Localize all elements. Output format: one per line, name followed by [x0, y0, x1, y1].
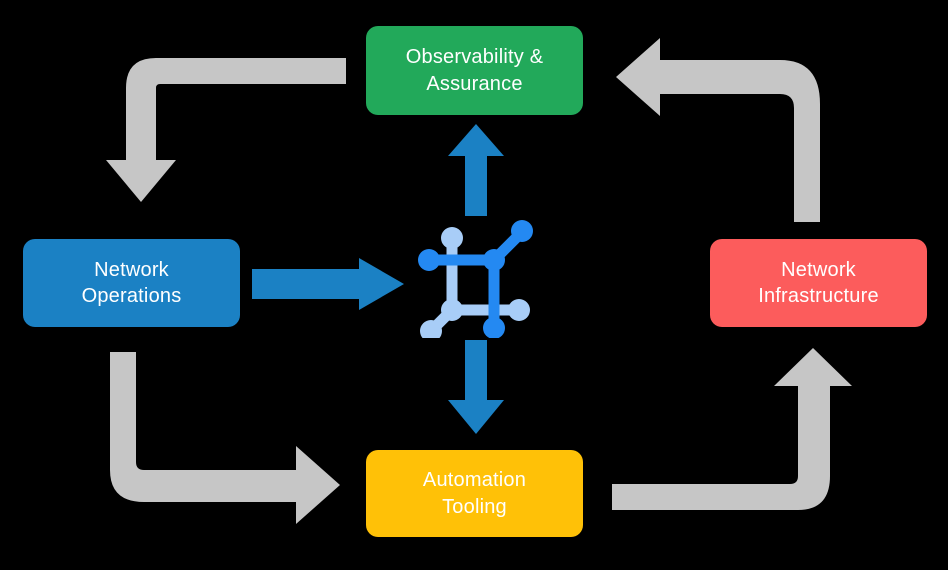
arrow-shape — [448, 124, 504, 216]
arrow-center-to-automation — [448, 340, 504, 434]
node-box-observability[interactable]: Observability & Assurance — [366, 26, 583, 115]
arrow-operations-to-automation — [110, 352, 340, 524]
arrow-shape — [612, 348, 852, 510]
arrow-observability-to-operations — [106, 58, 346, 202]
arrow-shape — [106, 58, 346, 202]
node-box-network-infrastructure[interactable]: Network Infrastructure — [710, 239, 927, 327]
arrow-shape — [448, 340, 504, 434]
node-box-automation-tooling[interactable]: Automation Tooling — [366, 450, 583, 537]
arrow-center-to-observability — [448, 124, 504, 216]
topology-dark-nodes — [418, 220, 533, 338]
arrow-operations-to-center — [252, 258, 404, 310]
arrow-shape — [616, 38, 820, 222]
topology-light-nodes — [420, 227, 530, 338]
network-topology-icon — [418, 220, 533, 338]
arrow-infrastructure-to-observability — [616, 38, 820, 222]
node-box-network-operations[interactable]: Network Operations — [23, 239, 240, 327]
arrow-shape — [110, 352, 340, 524]
arrow-automation-to-infrastructure — [612, 348, 852, 510]
arrow-shape — [252, 258, 404, 310]
